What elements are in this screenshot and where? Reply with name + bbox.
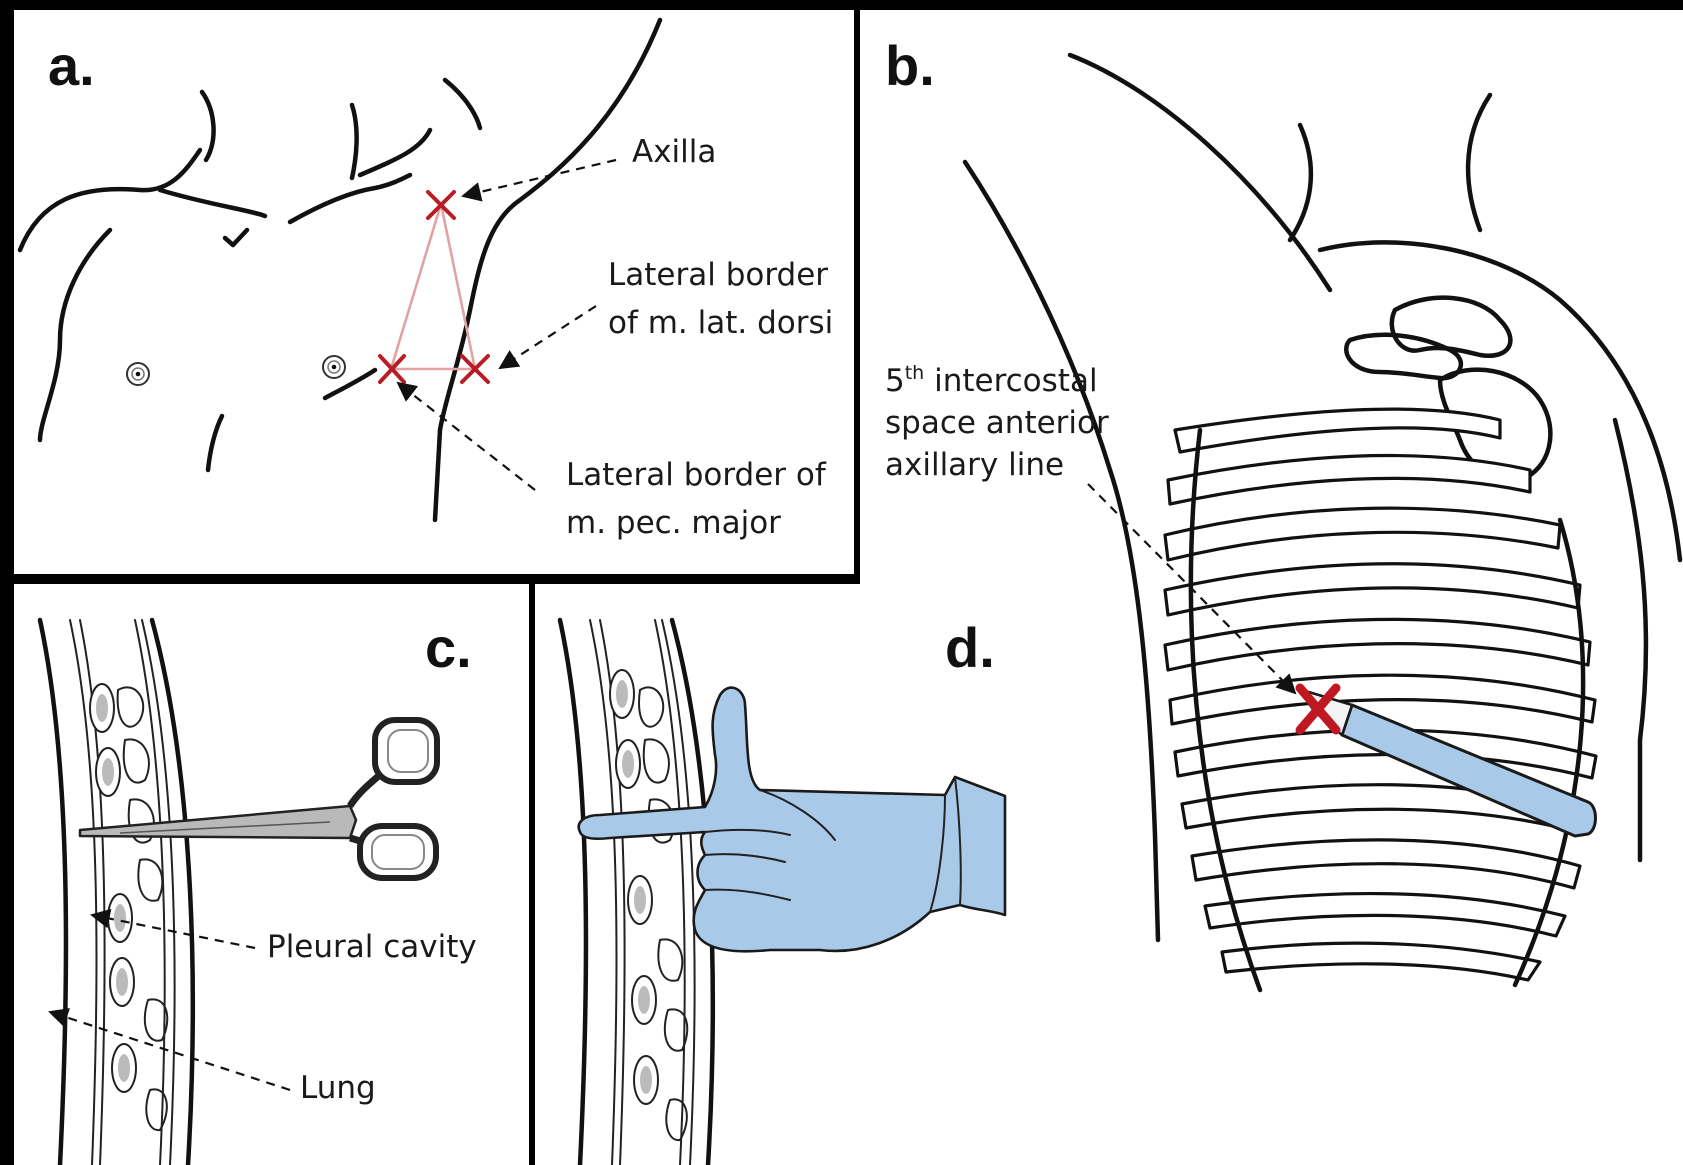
- axilla-label: Axilla: [632, 134, 716, 170]
- lat-dorsi-label-line2: of m. lat. dorsi: [608, 305, 833, 341]
- pec-major-label-line2: m. pec. major: [566, 505, 781, 541]
- lat-dorsi-label-line1: Lateral border: [608, 257, 828, 293]
- rib-section: [632, 976, 656, 1024]
- panel-d-letter: d.: [945, 616, 995, 679]
- rib-section: [628, 876, 652, 924]
- rib-section: [634, 1056, 658, 1104]
- panel-a-letter: a.: [48, 34, 95, 97]
- intercostal-label-line3: axillary line: [885, 447, 1064, 483]
- rib-section: [616, 740, 640, 788]
- nipple-left: [127, 363, 149, 385]
- rib-section: [90, 684, 114, 732]
- rib-section: [96, 748, 120, 796]
- panel-c-letter: c.: [425, 616, 472, 679]
- panel-a: Axilla Lateral border of m. lat. dorsi L…: [14, 10, 854, 574]
- panel-b-letter: b.: [885, 34, 935, 97]
- rib-section: [610, 670, 634, 718]
- panel-d: d.: [535, 584, 1057, 1165]
- pleural-cavity-label: Pleural cavity: [267, 929, 477, 965]
- nipple-right: [323, 356, 345, 378]
- rib-section: [112, 1044, 136, 1092]
- pec-major-label-line1: Lateral border of: [566, 457, 827, 493]
- intercostal-label-line2: space anterior: [885, 405, 1109, 441]
- rib-section: [110, 958, 134, 1006]
- lung-label: Lung: [300, 1070, 376, 1106]
- panel-c: Pleural cavity Lung c.: [14, 584, 529, 1165]
